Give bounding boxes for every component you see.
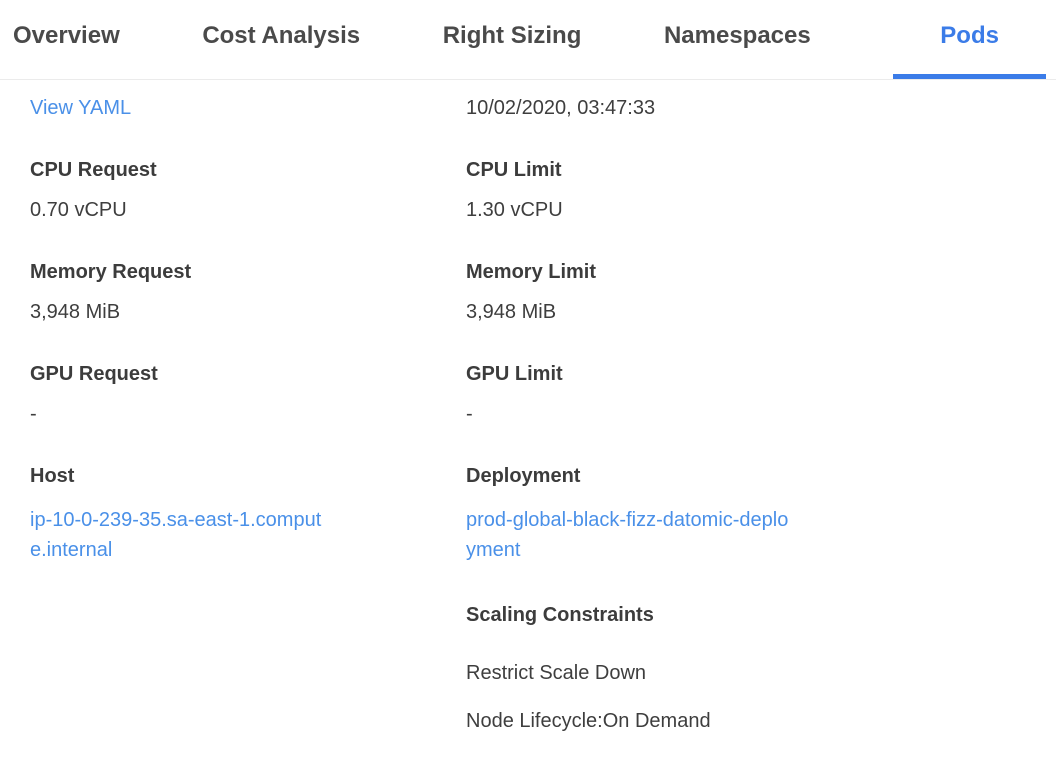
tab-overview[interactable]: Overview — [13, 22, 120, 49]
cpu-limit-field: CPU Limit 1.30 vCPU — [466, 158, 1026, 222]
scaling-constraint-item: Restrict Scale Down — [466, 662, 647, 684]
memory-limit-label: Memory Limit — [466, 261, 597, 283]
scaling-constraints-section: Scaling Constraints Restrict Scale Down … — [466, 603, 1026, 733]
memory-request-field: Memory Request 3,948 MiB — [30, 260, 466, 324]
host-link[interactable]: ip-10-0-239-35.sa-east-1.compute.interna… — [30, 509, 322, 561]
cpu-limit-value: 1.30 vCPU — [466, 199, 563, 221]
gpu-request-field: GPU Request - — [30, 362, 466, 426]
scaling-constraints-title: Scaling Constraints — [466, 604, 654, 626]
host-label: Host — [30, 465, 75, 487]
scaling-constraint-item: Node Lifecycle:On Demand — [466, 710, 711, 732]
memory-limit-value: 3,948 MiB — [466, 301, 557, 323]
host-field: Host ip-10-0-239-35.sa-east-1.compute.in… — [30, 464, 466, 733]
gpu-limit-field: GPU Limit - — [466, 362, 1026, 426]
deployment-label: Deployment — [466, 465, 581, 487]
tab-cost-analysis[interactable]: Cost Analysis — [202, 22, 361, 49]
memory-limit-field: Memory Limit 3,948 MiB — [466, 260, 1026, 324]
gpu-request-label: GPU Request — [30, 363, 158, 385]
last-updated-timestamp: 10/02/2020, 03:47:33 — [466, 97, 656, 119]
tab-right-sizing[interactable]: Right Sizing — [442, 22, 582, 49]
cpu-limit-label: CPU Limit — [466, 159, 562, 181]
gpu-limit-label: GPU Limit — [466, 363, 563, 385]
memory-request-value: 3,948 MiB — [30, 301, 121, 323]
memory-request-label: Memory Request — [30, 261, 192, 283]
gpu-limit-value: - — [466, 403, 473, 425]
pod-details-panel: View YAML 10/02/2020, 03:47:33 CPU Reque… — [0, 80, 1056, 733]
view-yaml-link[interactable]: View YAML — [30, 97, 132, 119]
cpu-request-value: 0.70 vCPU — [30, 199, 127, 221]
deployment-link[interactable]: prod-global-black-fizz-datomic-deploymen… — [466, 509, 789, 561]
gpu-request-value: - — [30, 403, 37, 425]
cpu-request-label: CPU Request — [30, 159, 157, 181]
deployment-field: Deployment prod-global-black-fizz-datomi… — [466, 464, 1026, 733]
tab-pods[interactable]: Pods — [893, 0, 1046, 79]
cpu-request-field: CPU Request 0.70 vCPU — [30, 158, 466, 222]
tab-namespaces[interactable]: Namespaces — [663, 22, 811, 49]
tab-bar: Overview Cost Analysis Right Sizing Name… — [0, 0, 1056, 80]
